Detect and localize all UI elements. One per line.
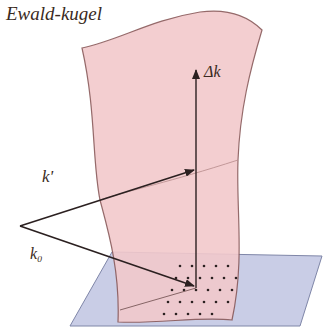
k0-arrow: [20, 226, 194, 286]
vector-label: Δk: [204, 64, 221, 80]
vector-label: k': [42, 168, 53, 185]
delta-k-arrow: [195, 70, 196, 288]
lattice-points: [163, 265, 238, 316]
title: Ewald-kugel: [6, 4, 102, 23]
sphere-surface: [82, 11, 262, 322]
guide-line: [120, 288, 196, 310]
vector-label: k₀: [30, 246, 43, 262]
